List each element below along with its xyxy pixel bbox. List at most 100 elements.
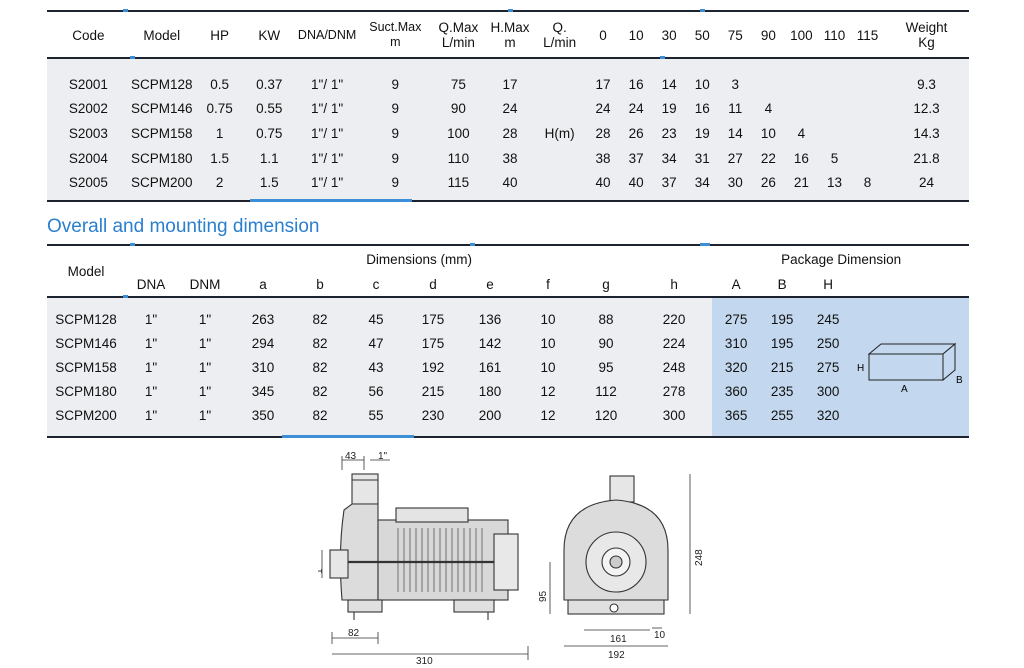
dim-192: 192 [608, 650, 625, 661]
cell-head: 5 [830, 150, 839, 166]
cell-pkg: 320 [816, 407, 840, 423]
accent-bar [282, 435, 414, 438]
cell-kw: 1.5 [259, 175, 279, 191]
cell-model: SCPM128 [130, 76, 193, 92]
cell-head: 40 [595, 175, 611, 191]
cell-dim: 1" [198, 359, 212, 375]
dim-header-row: Model Dimensions (mm) Package Dimension [47, 246, 969, 280]
header-h: h [670, 277, 678, 292]
cell-weight: 12.3 [913, 101, 940, 117]
cell-head: 10 [760, 125, 776, 141]
cell-pkg: 300 [816, 383, 840, 399]
spec-table-background [47, 58, 969, 201]
cell-head: 34 [661, 150, 677, 166]
header-dna-dnm: DNA/DNM [297, 27, 357, 42]
cell-pkg: 195 [770, 311, 794, 327]
cell-dim: 263 [251, 311, 275, 327]
cell-code: S2004 [68, 150, 108, 166]
cell-dim: 310 [251, 359, 275, 375]
dim-inlet: 1" [318, 564, 325, 574]
cell-code: S2001 [68, 76, 108, 92]
cell-head: 4 [797, 125, 806, 141]
cell-code: S2002 [68, 101, 108, 117]
cell-head [752, 72, 785, 97]
cell-dna: 1"/ 1" [311, 101, 344, 117]
header-pkg-b: B [777, 277, 787, 292]
cell-kw: 0.75 [256, 125, 283, 141]
cell-head [851, 146, 884, 171]
cell-pkg: 360 [724, 383, 748, 399]
cell-head: 40 [628, 175, 644, 191]
cell-dim: 88 [598, 311, 614, 327]
cell-suct: 9 [391, 150, 400, 166]
package-box-icon: H A B [857, 342, 963, 395]
cell-dim: 192 [421, 359, 445, 375]
cell-dim: 345 [251, 383, 275, 399]
cell-dim: 1" [144, 407, 158, 423]
table-row: S2003 SCPM158 1 0.75 1"/ 1" 9 100 28 28 … [47, 121, 969, 146]
cell-head: 23 [661, 125, 677, 141]
header-flow-50: 50 [694, 27, 710, 43]
cell-head: 26 [760, 175, 776, 191]
cell-suct: 9 [391, 125, 400, 141]
cell-dim: 215 [421, 383, 445, 399]
header-flow-90: 90 [760, 27, 776, 43]
header-model: Model [67, 264, 105, 279]
cell-dim: 112 [595, 383, 617, 399]
cell-suct: 9 [391, 76, 400, 92]
accent-mark [660, 56, 665, 59]
cell-h-unit: H(m) [544, 125, 575, 141]
cell-head [851, 97, 884, 122]
box-label-a: A [901, 384, 908, 395]
cell-dim: 55 [368, 407, 384, 423]
cell-pkg: 235 [770, 383, 794, 399]
cell-head: 16 [628, 76, 644, 92]
table-row: SCPM128 1" 1" 263 82 45 175 136 10 88 22… [47, 307, 969, 395]
side-view [329, 473, 519, 620]
cell-qmax: 90 [450, 101, 466, 117]
cell-pkg: 365 [724, 407, 748, 423]
cell-dim: 82 [312, 407, 328, 423]
cell-dim: 90 [598, 335, 614, 351]
cell-head: 14 [727, 125, 743, 141]
cell-dim: 142 [478, 335, 502, 351]
table-row: S2002 SCPM146 0.75 0.55 1"/ 1" 9 90 24 2… [47, 97, 969, 122]
cell-dim: 350 [251, 407, 275, 423]
dim-43: 43 [345, 451, 357, 462]
cell-dna: 1"/ 1" [311, 76, 344, 92]
table-row: S2004 SCPM180 1.5 1.1 1"/ 1" 9 110 38 38… [47, 146, 969, 171]
header-model: Model [143, 27, 181, 43]
cell-dim: 1" [144, 383, 158, 399]
header-flow-0: 0 [599, 27, 607, 43]
cell-dim: 136 [478, 311, 502, 327]
header-flow-115: 115 [856, 27, 879, 43]
dimension-table: Model Dimensions (mm) Package Dimension … [47, 246, 969, 427]
header-dimensions: Dimensions (mm) [366, 251, 472, 267]
package-box-cell: H A B [851, 307, 969, 427]
cell-head [818, 97, 851, 122]
cell-hmax: 38 [502, 150, 518, 166]
header-flow-100: 100 [790, 27, 813, 43]
accent-mark [470, 243, 475, 246]
cell-qmax: 115 [447, 175, 470, 191]
dim-82: 82 [348, 628, 360, 639]
box-label-h: H [857, 363, 864, 374]
cell-code: S2003 [68, 125, 108, 141]
cell-head: 10 [694, 76, 710, 92]
cell-dim: 10 [540, 311, 556, 327]
section-title: Overall and mounting dimension [47, 216, 320, 237]
cell-pkg: 275 [724, 311, 748, 327]
cell-dim: 47 [368, 335, 384, 351]
cell-dim: 82 [312, 335, 328, 351]
cell-kw: 1.1 [259, 150, 279, 166]
cell-qmax: 75 [450, 76, 466, 92]
cell-weight: 9.3 [917, 76, 936, 92]
cell-dim: 56 [368, 383, 384, 399]
cell-suct: 9 [391, 175, 400, 191]
cell-head: 38 [595, 150, 611, 166]
cell-dna: 1"/ 1" [311, 150, 344, 166]
cell-qmax: 110 [447, 150, 470, 166]
accent-mark [123, 9, 128, 12]
pump-drawing: 43 1" 1" 82 310 95 248 161 10 192 [318, 450, 708, 666]
